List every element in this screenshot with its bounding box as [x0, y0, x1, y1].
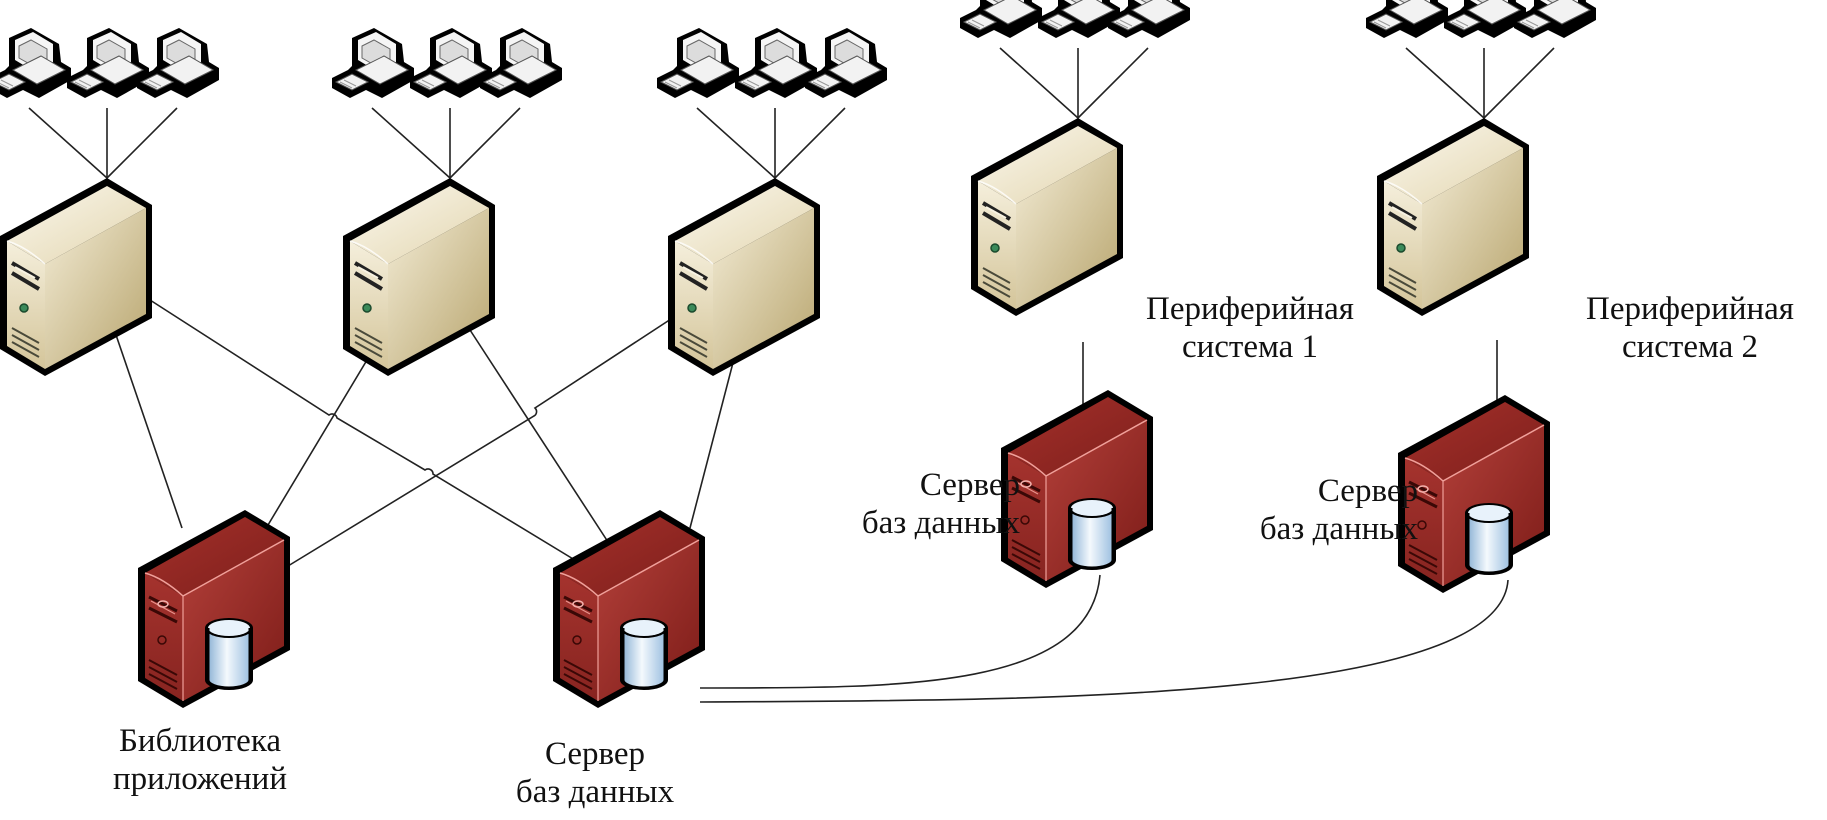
- workstation-icon: [136, 27, 220, 99]
- library-label: Библиотека приложений: [95, 722, 305, 798]
- periph2-label: Периферийная система 2: [1555, 290, 1825, 366]
- db-p2-label: Сервер баз данных: [1218, 472, 1418, 548]
- db-p1-label-line2: баз данных: [861, 505, 1020, 541]
- workstation-icon: [479, 27, 563, 99]
- periph1-label-line1: Периферийная: [1146, 291, 1354, 327]
- db-server-icon-db_p1: [999, 388, 1155, 590]
- periph1-label: Периферийная система 1: [1130, 290, 1370, 366]
- workstation-icon: [66, 27, 150, 99]
- link-dbmain-dbp1: [699, 574, 1101, 689]
- workstation-icon: [331, 27, 415, 99]
- link-app3-lib: [287, 299, 701, 567]
- workstation-icon: [1513, 0, 1597, 39]
- app-server-icon-periph2: [1375, 116, 1531, 318]
- workstation-icon: [1365, 0, 1449, 39]
- app-server-icon-app1: [0, 176, 154, 378]
- db-p2-label-line2: баз данных: [1259, 511, 1418, 547]
- app-server-icon-periph1: [969, 116, 1125, 318]
- workstation-link: [371, 107, 451, 179]
- workstation-icon: [959, 0, 1043, 39]
- periph2-label-line2: система 2: [1621, 329, 1759, 365]
- workstation-link: [106, 107, 178, 179]
- periph1-label-line2: система 1: [1181, 329, 1319, 365]
- workstation-link: [449, 107, 521, 179]
- workstation-icon: [409, 27, 493, 99]
- library-label-line1: Библиотека: [118, 723, 282, 759]
- db-server-icon-db_main: [551, 508, 707, 710]
- link-dbmain-dbp2: [699, 579, 1509, 703]
- workstation-icon: [734, 27, 818, 99]
- app-server-icon-app3: [666, 176, 822, 378]
- link-app2-lib: [264, 354, 371, 531]
- db-server-icon-lib: [136, 508, 292, 710]
- db-main-label-line2: баз данных: [515, 774, 675, 810]
- link-app3-dbmain: [689, 354, 736, 529]
- workstation-link: [999, 47, 1079, 119]
- workstation-icon: [656, 27, 740, 99]
- link-app2-dbmain: [469, 329, 611, 546]
- db-p1-label: Сервер баз данных: [820, 466, 1020, 542]
- db-main-label-line1: Сервер: [544, 736, 646, 772]
- workstation-icon: [1037, 0, 1121, 39]
- periph2-label-line1: Периферийная: [1586, 291, 1794, 327]
- link-app1-dbmain: [149, 299, 589, 569]
- workstation-link: [1483, 47, 1555, 119]
- library-label-line2: приложений: [113, 761, 287, 797]
- workstation-link: [696, 107, 776, 179]
- db-p1-label-line1: Сервер: [919, 467, 1020, 503]
- workstation-link: [774, 107, 846, 179]
- workstation-link: [28, 107, 108, 179]
- workstation-icon: [1107, 0, 1191, 39]
- workstation-icon: [804, 27, 888, 99]
- db-p2-label-line1: Сервер: [1317, 473, 1418, 509]
- workstation-link: [1077, 47, 1149, 119]
- link-app1-lib: [114, 331, 183, 529]
- workstation-icon: [0, 27, 72, 99]
- app-server-icon-app2: [341, 176, 497, 378]
- workstation-link: [1405, 47, 1485, 119]
- workstation-icon: [1443, 0, 1527, 39]
- db-main-label: Сервер баз данных: [490, 735, 700, 811]
- db-server-icon-db_p2: [1396, 393, 1552, 595]
